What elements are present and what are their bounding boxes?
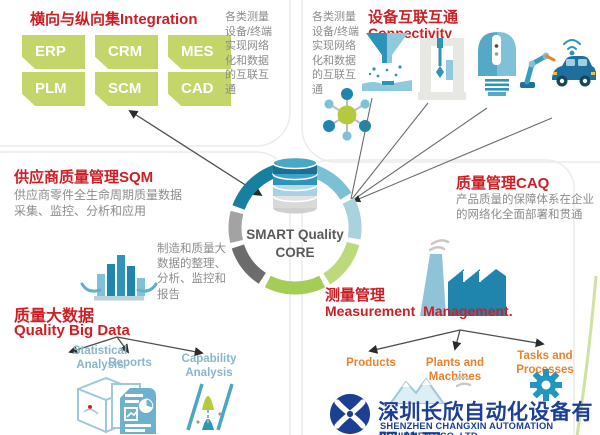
robot-car-icon xyxy=(520,39,596,88)
gear-icon xyxy=(530,369,562,401)
cad-box: CAD xyxy=(168,72,231,106)
measurement-title: 测量管理 xyxy=(325,287,386,304)
smoke-icon xyxy=(452,376,472,388)
core-ring xyxy=(228,156,362,295)
plm-box: PLM xyxy=(22,72,85,106)
integration-title: 横向与纵向集Integration xyxy=(30,11,198,28)
laser-machine-icon xyxy=(362,33,412,91)
caq-desc: 产品质量的保障体系在企业的网络化全面部署和贯通 xyxy=(456,194,594,222)
bigdata-subtitle: Quality Big Data xyxy=(14,322,130,339)
measurement-subtitle: Measurement Management. xyxy=(325,303,513,319)
products-label: Products xyxy=(346,357,396,369)
mes-box: MES xyxy=(168,35,231,69)
bigdata-title: 质量大数据 xyxy=(14,308,95,325)
device-note-left: 各类测量设备/终端实现网络化和数据的互联互通 xyxy=(225,11,273,96)
cmm-machine-icon xyxy=(418,38,466,100)
laser-tracker-icon xyxy=(478,32,516,96)
core-label-line2: CORE xyxy=(275,244,315,260)
statistical-analysis-label: Statistical Analysis xyxy=(72,345,128,372)
core-label: SMART Quality CORE xyxy=(225,226,365,261)
database-icon xyxy=(272,156,318,214)
factory-icon xyxy=(420,239,506,316)
erp-box: ERP xyxy=(22,35,85,69)
connectivity-title: 设备互联互通 xyxy=(368,9,459,26)
bar-chart-icon xyxy=(80,255,158,301)
plants-machines-label: Plants and Machines xyxy=(425,357,485,384)
network-hub-icon xyxy=(323,88,371,141)
company-name-cn: 深圳长欣自动化设备有限公司 xyxy=(378,401,593,435)
capability-analysis-label: Capability Analysis xyxy=(181,353,237,380)
company-name-en: SHENZHEN CHANGXIN AUTOMATION EQUIPMENT C… xyxy=(380,421,554,435)
mountain-icon xyxy=(389,378,445,404)
caq-title: 质量管理CAQ xyxy=(456,175,550,192)
bigdata-note: 制造和质量大数据的整理、分析、监控和报告 xyxy=(157,243,226,301)
device-note-right: 各类测量设备/终端实现网络化和数据的互联互通 xyxy=(312,11,360,96)
capability-icon xyxy=(186,383,234,431)
reports-icon xyxy=(111,383,156,434)
sqm-title: 供应商质量管理SQM xyxy=(14,169,154,186)
company-logo-icon xyxy=(329,393,371,435)
core-label-line1: SMART Quality xyxy=(246,227,344,242)
scm-box: SCM xyxy=(95,72,158,106)
crm-box: CRM xyxy=(95,35,158,69)
reports-label: Reports xyxy=(108,357,152,369)
